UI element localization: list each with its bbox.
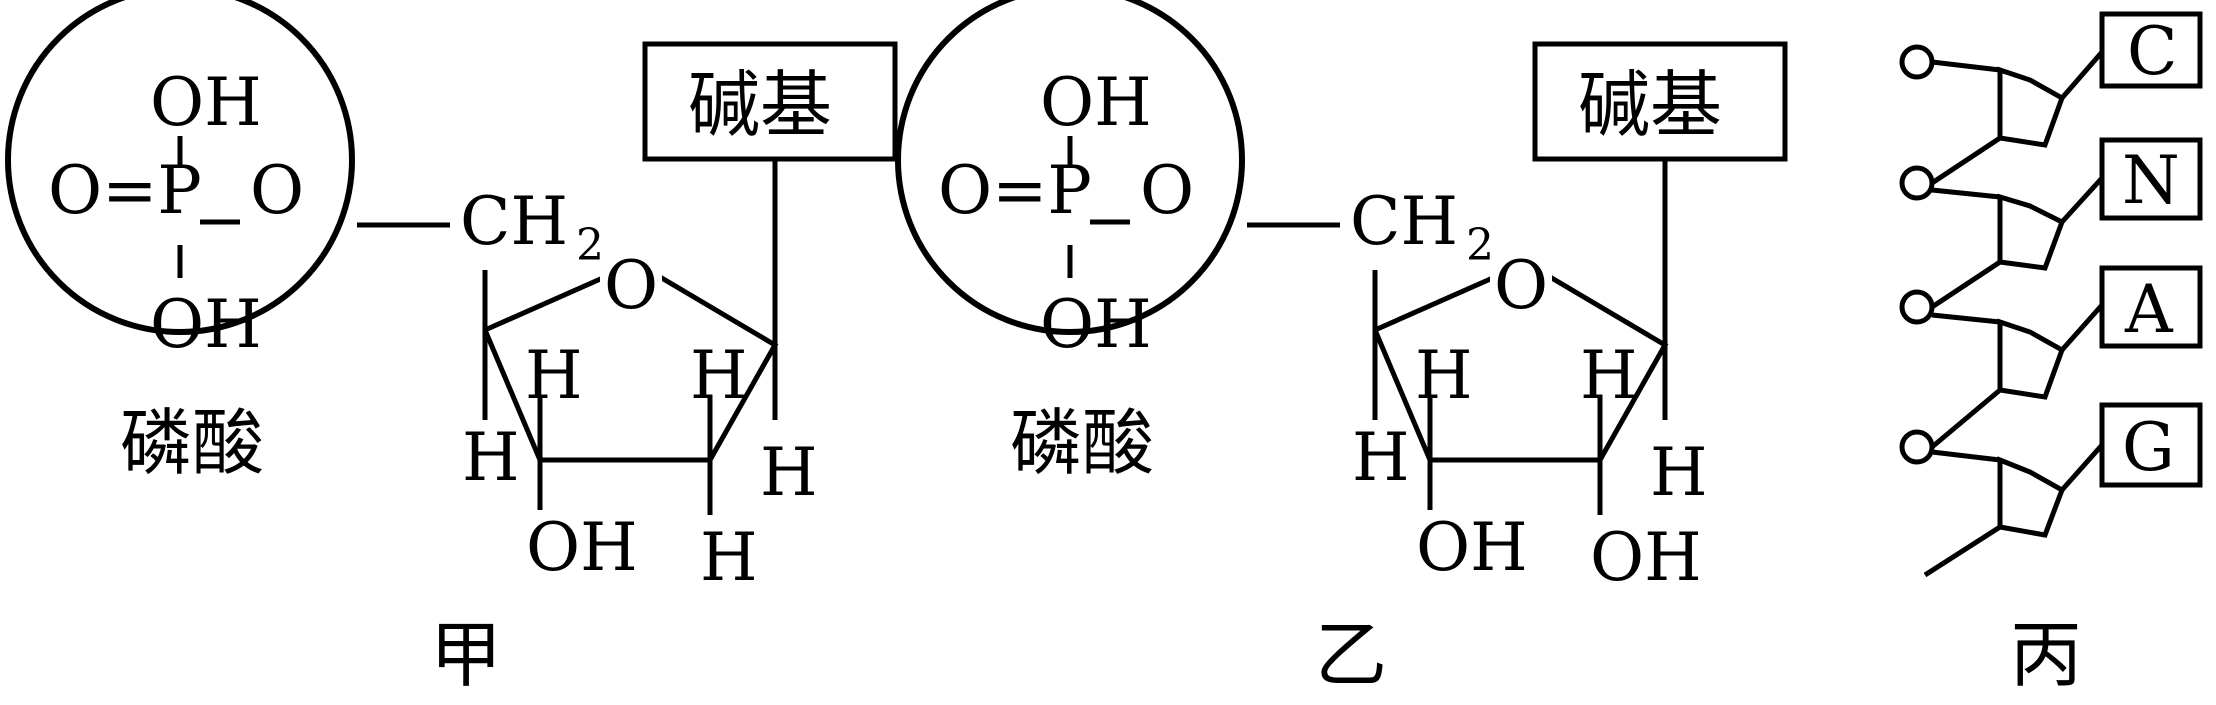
ring-oxygen: O	[604, 247, 658, 324]
c3-oh: OH	[1416, 509, 1528, 586]
panel-jia: OH O=P O OH 磷酸 CH 2 碱基 O H H OH H H H 甲	[5, 0, 898, 697]
phosphate-node	[1899, 165, 1935, 201]
nucleotide-3: A	[1899, 265, 2203, 449]
base-letter: N	[2122, 142, 2180, 219]
backbone-start	[1931, 59, 2001, 73]
phosphate-top-oh: OH	[150, 64, 262, 141]
c4-h: H	[1352, 419, 1410, 496]
pentose-pentagon	[1997, 193, 2066, 271]
base-box	[2099, 265, 2203, 349]
ring-o-mask	[600, 246, 662, 322]
phosphate-right-o: O	[250, 152, 304, 229]
c2-down: OH	[1590, 519, 1702, 596]
glycosidic-bond	[2060, 443, 2104, 492]
caption-jia: 甲	[430, 613, 502, 697]
nucleotide-4: G	[1899, 402, 2203, 578]
phosphate-circle	[5, 0, 355, 335]
base-box	[2099, 137, 2203, 221]
pentose-pentagon	[1997, 318, 2066, 400]
ch2-label: CH	[460, 183, 568, 260]
phosphate-label: 磷酸	[120, 401, 264, 485]
c1-h: H	[1650, 434, 1708, 511]
caption-yi: 乙	[1315, 613, 1387, 697]
ring-o-mask	[1490, 246, 1552, 322]
base-box	[2099, 402, 2203, 488]
phosphate-bottom-oh: OH	[150, 286, 262, 363]
backbone-tail	[1923, 524, 2002, 578]
phosphate-label: 磷酸	[1010, 401, 1154, 485]
nucleotide-2: N	[1899, 137, 2203, 310]
base-label: 碱基	[688, 63, 832, 147]
base-letter: G	[2122, 409, 2175, 486]
base-label: 碱基	[1578, 63, 1722, 147]
ch2-subscript: 2	[1466, 220, 1494, 271]
caption-bing: 丙	[2010, 613, 2082, 697]
c1-h: H	[760, 434, 818, 511]
backbone-link	[1930, 259, 2002, 310]
pentose-pentagon	[1997, 456, 2066, 538]
pentose-pentagon	[1997, 66, 2066, 148]
panel-yi: OH O=P O OH 磷酸 CH 2 碱基 O H H OH H OH H 乙	[895, 0, 1788, 697]
c2-down: H	[700, 519, 758, 596]
backbone-link	[1930, 135, 2002, 186]
phosphate-node	[1899, 44, 1935, 80]
backbone-link	[1931, 449, 2001, 463]
c3-h-up: H	[525, 337, 583, 414]
phosphate-right-o: O	[1140, 152, 1194, 229]
phosphate-o-double-p: O=P	[48, 152, 202, 229]
phosphate-node	[1899, 289, 1935, 325]
glycosidic-bond	[2060, 303, 2104, 352]
c2-h-up: H	[1580, 337, 1638, 414]
c4-h: H	[462, 419, 520, 496]
backbone-link	[1930, 388, 2002, 449]
backbone-link	[1931, 187, 2001, 200]
base-box	[1532, 41, 1788, 162]
ch2-label: CH	[1350, 183, 1458, 260]
backbone-link	[1931, 312, 2001, 325]
glycosidic-bond	[2060, 176, 2104, 224]
phosphate-node	[1899, 429, 1935, 465]
phosphate-top-oh: OH	[1040, 64, 1152, 141]
base-letter: C	[2127, 13, 2178, 90]
base-box	[642, 41, 898, 162]
c3-h-up: H	[1415, 337, 1473, 414]
nucleotide-1: C	[1899, 11, 2203, 186]
phosphate-bottom-oh: OH	[1040, 286, 1152, 363]
base-letter: A	[2124, 271, 2174, 348]
base-box	[2099, 11, 2203, 89]
c3-oh: OH	[526, 509, 638, 586]
panel-bing: C N A G	[1899, 11, 2203, 697]
ring-oxygen: O	[1494, 247, 1548, 324]
phosphate-o-double-p: O=P	[938, 152, 1092, 229]
ch2-subscript: 2	[576, 220, 604, 271]
c2-h-up: H	[690, 337, 748, 414]
phosphate-circle	[895, 0, 1245, 335]
glycosidic-bond	[2060, 50, 2104, 100]
